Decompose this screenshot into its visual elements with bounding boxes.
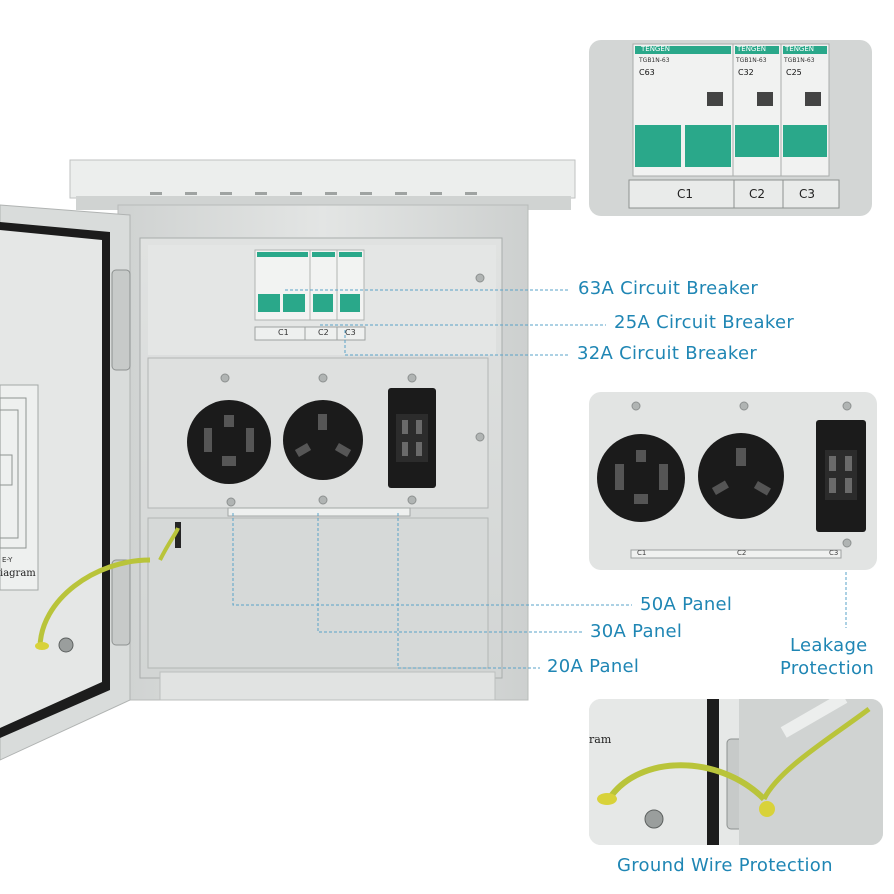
callout-20a-panel: 20A Panel xyxy=(547,656,640,677)
inset-rating-c32: C32 xyxy=(738,68,754,77)
enclosure-roof xyxy=(69,159,576,199)
inset-door-text: ram xyxy=(589,733,612,746)
callout-50a-panel: 50A Panel xyxy=(640,594,733,615)
callout-leakage: Leakage xyxy=(790,635,868,656)
inset-breakers: TENGEN TENGEN TENGEN TGB1N-63 TGB1N-63 T… xyxy=(589,40,872,216)
outlet-50a xyxy=(187,400,271,484)
inset-outlets: C1 C2 C3 xyxy=(589,392,877,570)
inset-slot-c1: C1 xyxy=(677,187,694,201)
door-diagram-label: iagram xyxy=(0,568,36,579)
callout-32a-breaker: 32A Circuit Breaker xyxy=(577,343,758,364)
inset-model-3: TGB1N-63 xyxy=(784,57,815,64)
inset-model-2: TGB1N-63 xyxy=(736,57,767,64)
inset-model-1: TGB1N-63 xyxy=(639,57,670,64)
inset-brand-3: TENGEN xyxy=(785,45,815,53)
inset-panel-c1: C1 xyxy=(637,549,647,557)
callout-ground-wire: Ground Wire Protection xyxy=(617,855,833,876)
inset-rating-c63: C63 xyxy=(639,68,655,77)
door-wiring-diagram xyxy=(0,384,39,591)
callout-25a-breaker: 25A Circuit Breaker xyxy=(614,312,795,333)
inset-slot-c2: C2 xyxy=(749,187,766,201)
callout-30a-panel: 30A Panel xyxy=(590,621,683,642)
callout-protection: Protection xyxy=(780,658,875,679)
inset-brand-1: TENGEN xyxy=(641,45,671,53)
inset-panel-c2: C2 xyxy=(737,549,747,557)
slot-label-c3: C3 xyxy=(345,328,356,337)
breaker-group xyxy=(254,249,366,341)
door-diagram-label-top: E-Y xyxy=(2,556,13,564)
inset-panel-c3: C3 xyxy=(829,549,839,557)
slot-label-c1: C1 xyxy=(278,328,289,337)
callout-63a-breaker: 63A Circuit Breaker xyxy=(578,278,759,299)
inset-rating-c25: C25 xyxy=(786,68,802,77)
inset-brand-2: TENGEN xyxy=(737,45,767,53)
slot-label-c2: C2 xyxy=(318,328,329,337)
inset-ground-wire: ram xyxy=(589,699,883,845)
inset-slot-c3: C3 xyxy=(799,187,816,201)
outlet-30a xyxy=(283,400,363,480)
